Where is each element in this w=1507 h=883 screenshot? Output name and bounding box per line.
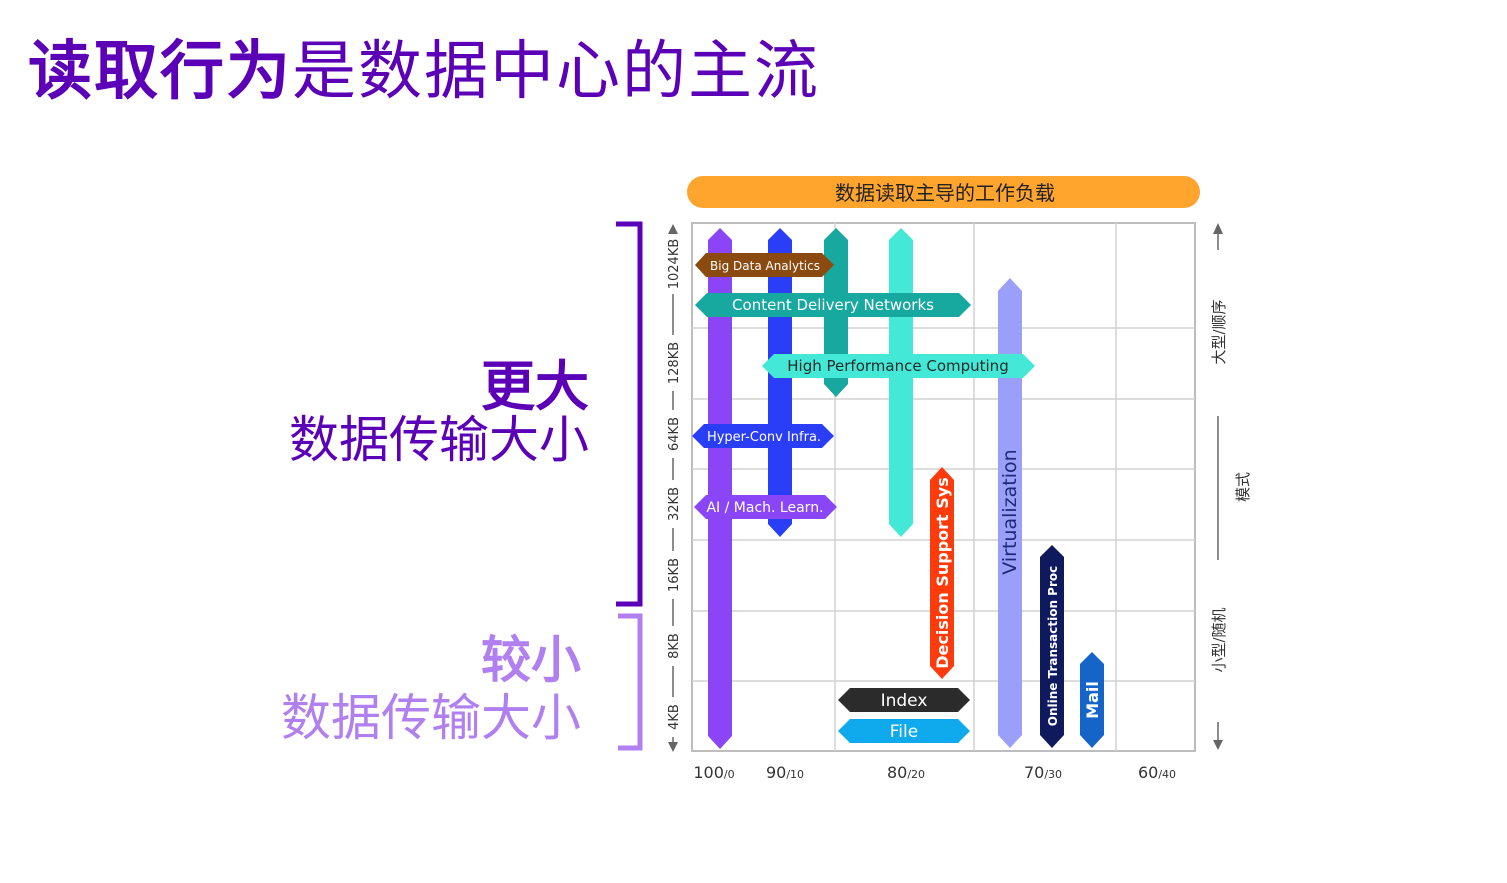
banner-text: 数据读取主导的工作负载 <box>835 181 1055 205</box>
file-label: File <box>890 722 918 742</box>
right-axis-bottom: 小型/随机 <box>1210 607 1228 672</box>
oltp-vertical-bar <box>1040 545 1064 748</box>
decision-support-label: Decision Support Sys <box>933 477 952 668</box>
banner-bar <box>687 176 1200 208</box>
virtualization-vertical-bar <box>998 278 1022 748</box>
ai-ml-bar <box>694 495 837 519</box>
y-tick-128kb: 128KB <box>667 342 682 384</box>
hyper-conv-label: Hyper-Conv Infra. <box>707 430 821 445</box>
title-rest: 是数据中心的主流 <box>292 35 820 109</box>
right-axis <box>1213 223 1223 750</box>
x-tick-minor-1: /10 <box>786 768 804 781</box>
svg-text:60/40: 60/40 <box>1138 763 1176 782</box>
larger-label-1: 更大 <box>481 354 589 418</box>
content-delivery-label: Content Delivery Networks <box>732 296 934 314</box>
big-data-bar <box>695 253 834 277</box>
smaller-bracket <box>618 613 643 751</box>
x-tick-major-1: 90 <box>766 763 786 782</box>
hpc-bar <box>762 354 1035 378</box>
ai-ml-vertical-bar <box>708 228 732 749</box>
y-tick-32kb: 32KB <box>667 487 682 521</box>
y-tick-1024kb: 1024KB <box>667 239 682 290</box>
title-strong: 读取行为 <box>28 35 292 109</box>
x-tick-major-2: 80 <box>887 763 907 782</box>
hpc-label: High Performance Computing <box>787 357 1008 375</box>
svg-text:70/30: 70/30 <box>1024 763 1062 782</box>
page-title: 读取行为是数据中心的主流 <box>28 40 820 104</box>
ai-ml-label: AI / Mach. Learn. <box>706 500 823 516</box>
big-data-label: Big Data Analytics <box>710 259 820 273</box>
y-tick-8kb: 8KB <box>667 633 682 659</box>
mail-vertical-bar <box>1080 652 1104 748</box>
mail-label: Mail <box>1083 681 1102 719</box>
index-label: Index <box>881 691 928 711</box>
hyper-conv-bar <box>692 424 834 448</box>
y-tick-4kb: 4KB <box>667 704 682 730</box>
right-axis-middle: 模式 <box>1234 472 1252 502</box>
virtualization-label: Virtualization <box>999 449 1021 574</box>
oltp-label: Online Transaction Proc <box>1046 566 1060 727</box>
content-delivery-bar <box>695 293 971 317</box>
y-tick-labels: 1024KB 128KB 64KB 32KB 16KB 8KB 4KB <box>666 234 682 737</box>
svg-text:100/0: 100/0 <box>693 763 734 782</box>
hpc-vertical-bar <box>889 228 913 537</box>
x-tick-major-4: 60 <box>1138 763 1158 782</box>
smaller-label-2: 数据传输大小 <box>281 689 581 747</box>
y-tick-64kb: 64KB <box>667 417 682 451</box>
x-tick-major-3: 70 <box>1024 763 1044 782</box>
x-tick-major-0: 100 <box>693 763 724 782</box>
smaller-label-1: 较小 <box>481 630 581 689</box>
decision-support-vertical-bar <box>930 467 954 679</box>
x-tick-minor-4: /40 <box>1158 768 1176 781</box>
y-tick-16kb: 16KB <box>667 558 682 592</box>
index-bar <box>838 688 970 712</box>
larger-label-2: 数据传输大小 <box>289 411 589 469</box>
file-bar <box>838 719 970 743</box>
larger-bracket <box>616 221 643 607</box>
x-tick-minor-2: /20 <box>907 768 925 781</box>
svg-text:80/20: 80/20 <box>887 763 925 782</box>
right-axis-top: 大型/顺序 <box>1210 299 1228 364</box>
x-tick-labels: 100/0 90/10 80/20 70/30 60/40 <box>693 763 1176 782</box>
svg-text:90/10: 90/10 <box>766 763 804 782</box>
x-tick-minor-3: /30 <box>1044 768 1062 781</box>
x-tick-minor-0: /0 <box>724 768 735 781</box>
